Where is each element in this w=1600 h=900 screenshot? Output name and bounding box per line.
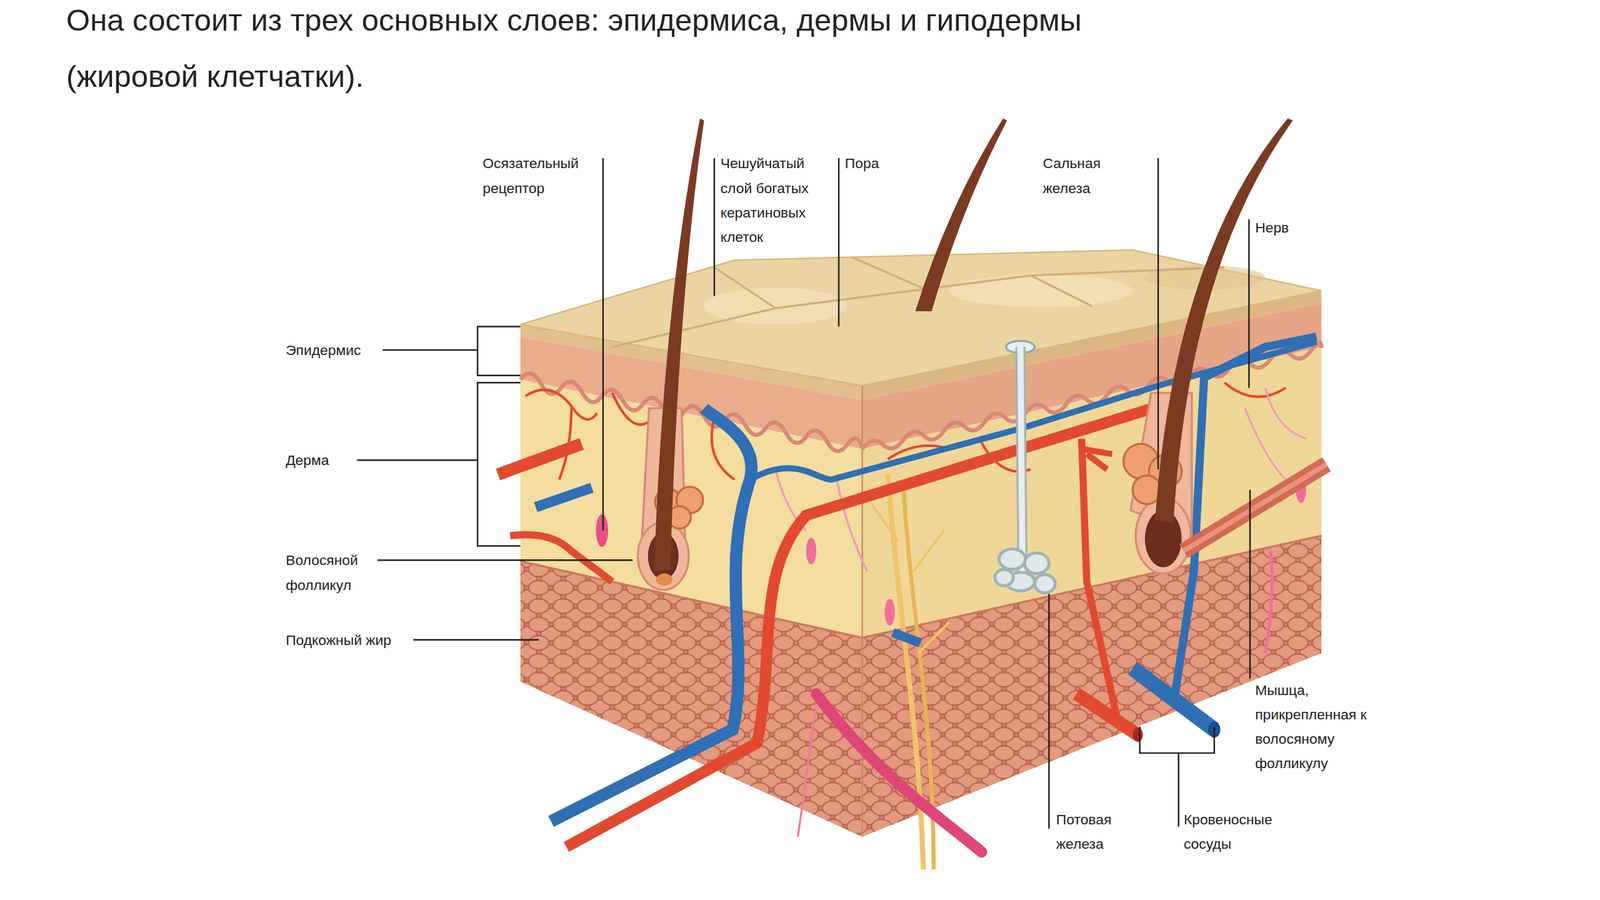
hair-shaft [1155,118,1293,523]
callout-label: Подкожный жир [285,627,392,652]
leader-line [713,158,715,296]
touch-receptor [595,514,609,547]
callout-label: Кровеносные сосуды [1183,806,1286,856]
touch-receptor [885,598,895,625]
artery-stub [1081,448,1113,470]
skin-groove [714,256,1092,309]
nerve-fiber [775,387,1307,572]
bracket [477,326,521,375]
sweat-coil [1035,574,1056,593]
sweat-coil [995,569,1014,586]
sweat-coil [1024,553,1049,574]
sensory-nerve [816,693,982,852]
callout-label: Мышца, прикрепленная к волосяному фоллик… [1255,677,1368,776]
artery [566,408,1154,847]
callout-label: Осязательный рецептор [482,151,597,200]
nerve-branch [872,505,949,654]
leader-line [1157,158,1159,470]
touch-receptor [806,537,817,564]
callout-label: Потовая железа [1056,806,1130,856]
arrector-muscle [1183,464,1327,552]
artery-stub [1076,693,1138,735]
sensory-nerve [1265,551,1272,654]
leader-line [382,349,478,351]
bracket [1140,726,1215,753]
leader-line [356,459,478,461]
callout-label: Нерв [1255,215,1289,240]
leader-line [1248,219,1250,388]
leader-line [838,158,840,327]
hair-papilla [656,573,673,587]
callout-label: Чешуйчатый слой богатых кератиновых клет… [720,151,825,250]
callout-label: Эпидермис [285,337,361,362]
artery [510,535,612,582]
hair-shaft [915,118,1007,312]
arrector-muscle [1183,464,1327,552]
leader-line [1249,490,1251,679]
bracket [477,382,521,546]
leader-line [1177,753,1179,827]
artery-stub [498,443,582,475]
sweat-duct [1020,346,1023,572]
vein-stub [535,487,592,507]
surface-texture [704,287,848,325]
leader-lines [356,158,1250,829]
block-edge [861,385,863,837]
heading: Она состоит из трех основных слоев: эпид… [66,0,1210,105]
artery [1081,438,1118,720]
leader-line [1048,593,1050,829]
leader-line [602,158,604,531]
callout-label: Пора [845,151,880,176]
leader-line [377,559,633,561]
hair-shaft [654,118,705,572]
vein-stub [893,632,921,643]
sweat-duct [1020,346,1023,572]
callout-label: Сальная железа [1043,151,1117,200]
callout-label: Дерма [285,448,329,473]
leader-line [413,638,539,640]
callout-label: Волосяной фолликул [285,548,380,597]
vessel-end [1132,727,1143,742]
vein-stub [1132,668,1215,730]
sweat-coil [998,548,1025,570]
sensory-nerve [798,704,817,837]
surface-texture [948,274,1133,307]
